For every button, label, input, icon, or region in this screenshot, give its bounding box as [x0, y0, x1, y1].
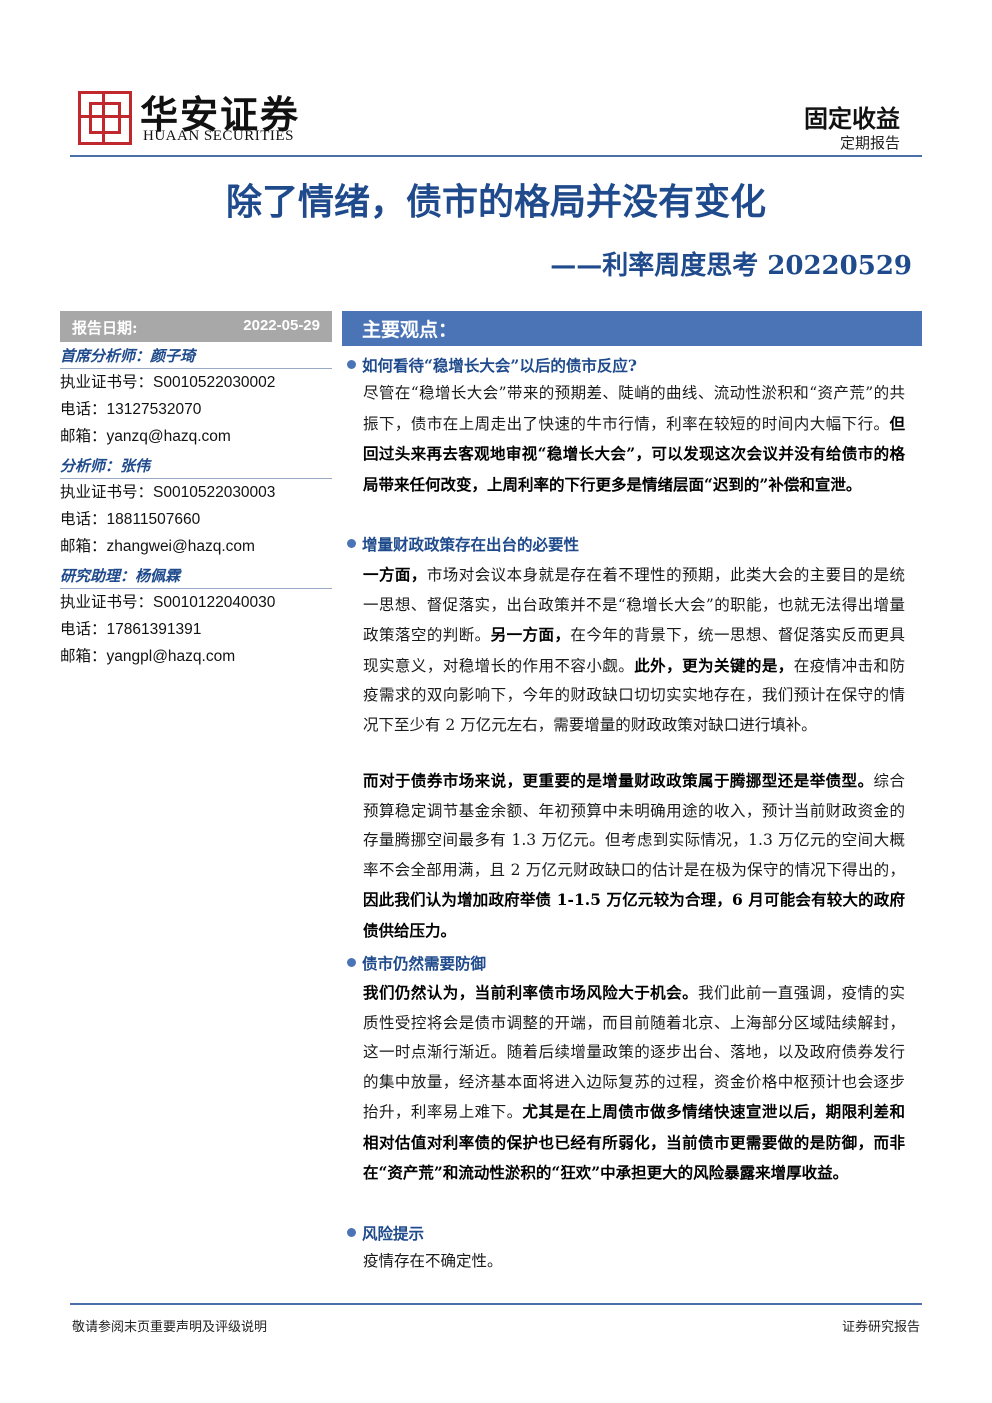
paragraph: 而对于债券市场来说，更重要的是增量财政政策属于腾挪型还是举债型。综合预算稳定调节… — [363, 766, 905, 946]
analyst-email[interactable]: 邮箱：yanzq@hazq.com — [60, 427, 231, 445]
paragraph: 我们仍然认为，当前利率债市场风险大于机会。我们此前一直强调，疫情的实质性受控将会… — [363, 978, 905, 1189]
section-header-bar: 主要观点： — [342, 311, 922, 346]
body-text: 尽管在“稳增长大会”带来的预期差、陡峭的曲线、流动性淤积和“资产荒”的共振下，债… — [363, 384, 905, 433]
analyst-phone: 电话：18811507660 — [60, 510, 201, 528]
paragraph: 疫情存在不确定性。 — [363, 1247, 905, 1277]
report-date-bar: 报告日期: 2022-05-29 — [60, 311, 332, 342]
bullet-dot-icon — [347, 958, 356, 967]
emphasis-text: 此外，更为关键的是， — [634, 655, 794, 675]
point-heading: 风险提示 — [347, 1222, 424, 1244]
emphasis-text: 我们仍然认为，当前利率债市场风险大于机会。 — [363, 983, 699, 1002]
footer-divider — [70, 1303, 922, 1305]
footer-disclaimer: 敬请参阅末页重要声明及评级说明 — [72, 1320, 268, 1335]
body-text: 在疫情冲击和防疫需求的双向影响下，今年的财政缺口切切实实地存在，我们预计在保守的… — [363, 656, 905, 734]
analyst-card: 首席分析师：颜子琦 执业证书号：S0010522030002 电话：131275… — [60, 345, 332, 450]
analyst-cert: 执业证书号：S0010522030002 — [60, 373, 276, 391]
analyst-cert: 执业证书号：S0010122040030 — [60, 593, 276, 611]
report-title: 除了情绪，债市的格局并没有变化 — [225, 181, 766, 223]
body-text: 在今年的背景下，统一思想、督促落实反而更具现实意义，对稳增长的作用不容小觑。 — [363, 626, 905, 675]
analyst-phone: 电话：17861391391 — [60, 620, 202, 638]
bullet-dot-icon — [347, 360, 356, 369]
report-date-value: 2022-05-29 — [243, 317, 320, 334]
point-heading: 增量财政政策存在出台的必要性 — [347, 533, 579, 555]
body-text: 我们此前一直强调，疫情的实质性受控将会是债市调整的开端，而目前随着北京、上海部分… — [363, 984, 905, 1121]
emphasis-text: 尤其是在上周债市做多情绪快速宣泄以后，期限利差和相对估值对利率债的保护也已经有所… — [363, 1102, 905, 1182]
company-logo-cn: 华安证券 — [140, 92, 301, 137]
analyst-role: 分析师：张伟 — [60, 455, 332, 479]
analyst-card: 分析师：张伟 执业证书号：S0010522030003 电话：188115076… — [60, 455, 332, 560]
paragraph: 尽管在“稳增长大会”带来的预期差、陡峭的曲线、流动性淤积和“资产荒”的共振下，债… — [363, 379, 905, 500]
analyst-role: 研究助理：杨佩霖 — [60, 565, 332, 589]
paragraph: 一方面，市场对会议本身就是存在着不理性的预期，此类大会的主要目的是统一思想、督促… — [363, 560, 905, 740]
analyst-email[interactable]: 邮箱：zhangwei@hazq.com — [60, 537, 255, 555]
analyst-role: 首席分析师：颜子琦 — [60, 345, 332, 369]
report-date-label: 报告日期: — [72, 319, 138, 337]
emphasis-text: 但回过头来再去客观地审视“稳增长大会”，可以发现这次会议并没有给债市的格局带来任… — [363, 413, 905, 494]
analyst-cert: 执业证书号：S0010522030003 — [60, 483, 276, 501]
bullet-dot-icon — [347, 539, 356, 548]
company-logo-en: HUAAN SECURITIES — [143, 128, 294, 144]
company-logo-mark — [78, 91, 132, 145]
body-text: 市场对会议本身就是存在着不理性的预期，此类大会的主要目的是统一思想、督促落实，出… — [363, 566, 905, 644]
bullet-dot-icon — [347, 1228, 356, 1237]
body-text: 疫情存在不确定性。 — [363, 1252, 503, 1270]
report-kind: 定期报告 — [839, 134, 900, 152]
analyst-card: 研究助理：杨佩霖 执业证书号：S0010122040030 电话：1786139… — [60, 565, 332, 670]
report-type: 固定收益 — [804, 104, 900, 133]
emphasis-text: 而对于债券市场来说，更重要的是增量财政政策属于腾挪型还是举债型。 — [363, 771, 874, 790]
emphasis-text: 因此我们认为增加政府举债 1-1.5 万亿元较为合理，6 月可能会有较大的政府债… — [363, 890, 905, 940]
analyst-email[interactable]: 邮箱：yangpl@hazq.com — [60, 647, 236, 665]
section-title: 主要观点： — [362, 319, 458, 341]
analyst-phone: 电话：13127532070 — [60, 400, 202, 418]
footer-report-label: 证券研究报告 — [841, 1320, 920, 1335]
point-heading: 如何看待“稳增长大会”以后的债市反应? — [347, 354, 637, 376]
emphasis-text: 一方面， — [363, 565, 427, 584]
body-text: 综合预算稳定调节基金余额、年初预算中未明确用途的收入，预计当前财政资金的存量腾挪… — [363, 772, 905, 879]
report-subtitle: ——利率周度思考 20220529 — [550, 251, 912, 281]
point-heading: 债市仍然需要防御 — [347, 952, 486, 974]
header-divider — [70, 155, 922, 157]
emphasis-text: 另一方面， — [490, 625, 571, 644]
